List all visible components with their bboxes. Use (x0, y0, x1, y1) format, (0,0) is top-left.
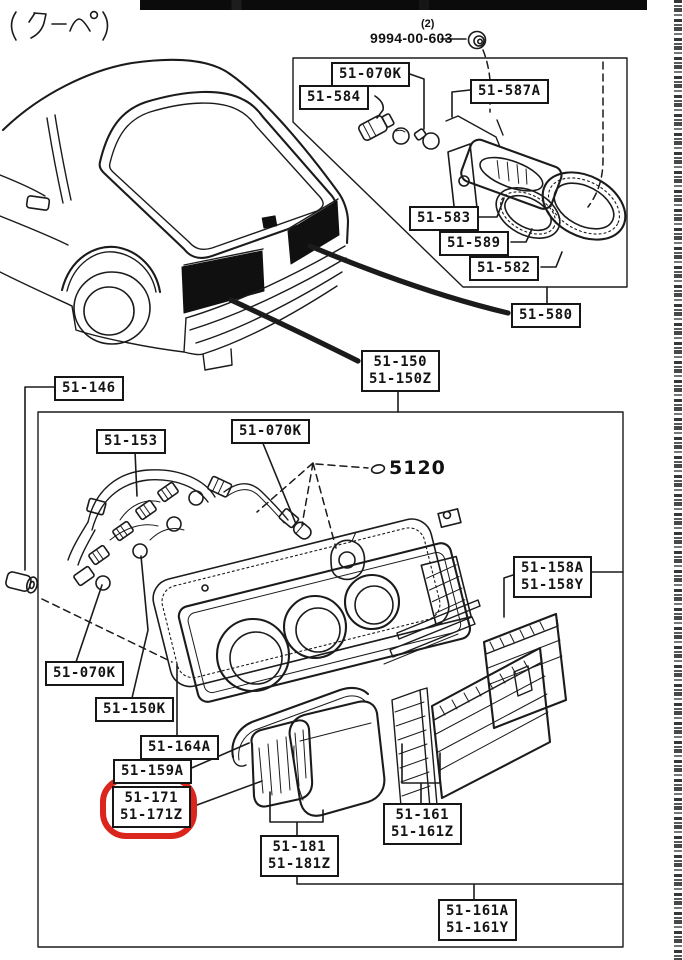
ref-5120-callout (256, 462, 386, 549)
part-number-text: 51-150K (103, 701, 166, 717)
part-label-51-150K[interactable]: 51-150K (95, 697, 174, 722)
lower-assembly-box (37, 411, 624, 948)
part-number-text: 51-584 (307, 89, 361, 105)
pigtail-harness-drawing (207, 475, 366, 581)
fastener-quantity: (2) (421, 18, 435, 30)
upper-leader-lines (374, 72, 563, 304)
part-number-text: 51-158A (521, 560, 584, 576)
bolt-icon (5, 571, 173, 663)
part-number-text: 51-171 (124, 790, 179, 806)
part-label-51-164A[interactable]: 51-164A (140, 735, 219, 760)
fastener-part-number: 9994-00-603 (370, 30, 453, 46)
part-number-text: 51-150 (373, 354, 428, 370)
part-number-text: 51-070K (239, 423, 302, 439)
part-number-text: 51-589 (447, 235, 501, 251)
part-label-51-583[interactable]: 51-583 (409, 206, 479, 231)
part-number-text: 51-159A (121, 763, 184, 779)
part-number-text: 51-582 (477, 260, 531, 276)
part-number-text: 51-161 (395, 807, 450, 823)
pointer-swooshes (228, 243, 511, 364)
ref-5120-text: 5120 (389, 457, 446, 479)
part-label-51-580[interactable]: 51-580 (511, 303, 581, 328)
part-number-text: 51-146 (62, 380, 116, 396)
part-number-text: 51-171Z (120, 807, 183, 823)
part-number-text: 51-150Z (369, 371, 432, 387)
part-number-text: 51-153 (104, 433, 158, 449)
wiring-harness-drawing (67, 469, 216, 591)
part-number-text: 51-161Z (391, 824, 454, 840)
part-number-text: 51-181Z (268, 856, 331, 872)
part-label-51-584[interactable]: 51-584 (299, 85, 369, 110)
car-illustration (0, 58, 350, 371)
part-label-51-070K-lower[interactable]: 51-070K (45, 661, 124, 686)
coupe-note-glyphs (10, 10, 109, 41)
part-number-text: 51-580 (519, 307, 573, 323)
part-label-51-070K-upper[interactable]: 51-070K (331, 62, 410, 87)
part-number-text: 51-158Y (521, 577, 584, 593)
part-label-51-153[interactable]: 51-153 (96, 429, 166, 454)
part-label-51-587A[interactable]: 51-587A (470, 79, 549, 104)
part-label-51-159A[interactable]: 51-159A (113, 759, 192, 784)
part-label-51-582[interactable]: 51-582 (469, 256, 539, 281)
part-label-51-070K-middle[interactable]: 51-070K (231, 419, 310, 444)
seal-strip-drawing (231, 686, 370, 767)
inner-panel-drawing (391, 687, 438, 819)
part-number-text: 51-161Y (446, 920, 509, 936)
part-label-51-146[interactable]: 51-146 (54, 376, 124, 401)
cropped-top-bar (140, 0, 647, 10)
upper-assembly-box (292, 57, 628, 288)
main-lens-drawing (288, 700, 386, 817)
part-number-text: 51-161A (446, 903, 509, 919)
part-number-text: 51-583 (417, 210, 471, 226)
part-label-51-589[interactable]: 51-589 (439, 231, 509, 256)
part-number-text: 51-164A (148, 739, 211, 755)
part-number-text: 51-070K (53, 665, 116, 681)
tail-lamp-housing-drawing (152, 508, 473, 703)
watermark-text-strip (674, 0, 682, 960)
part-number-text: 51-070K (339, 66, 402, 82)
trim-panel-drawing (482, 612, 568, 730)
part-number-text: 51-587A (478, 83, 541, 99)
molding-strips-drawing (383, 599, 481, 665)
garnish-panel-drawing (430, 646, 552, 800)
side-lens-drawing (250, 719, 314, 808)
part-number-text: 51-181 (272, 839, 327, 855)
